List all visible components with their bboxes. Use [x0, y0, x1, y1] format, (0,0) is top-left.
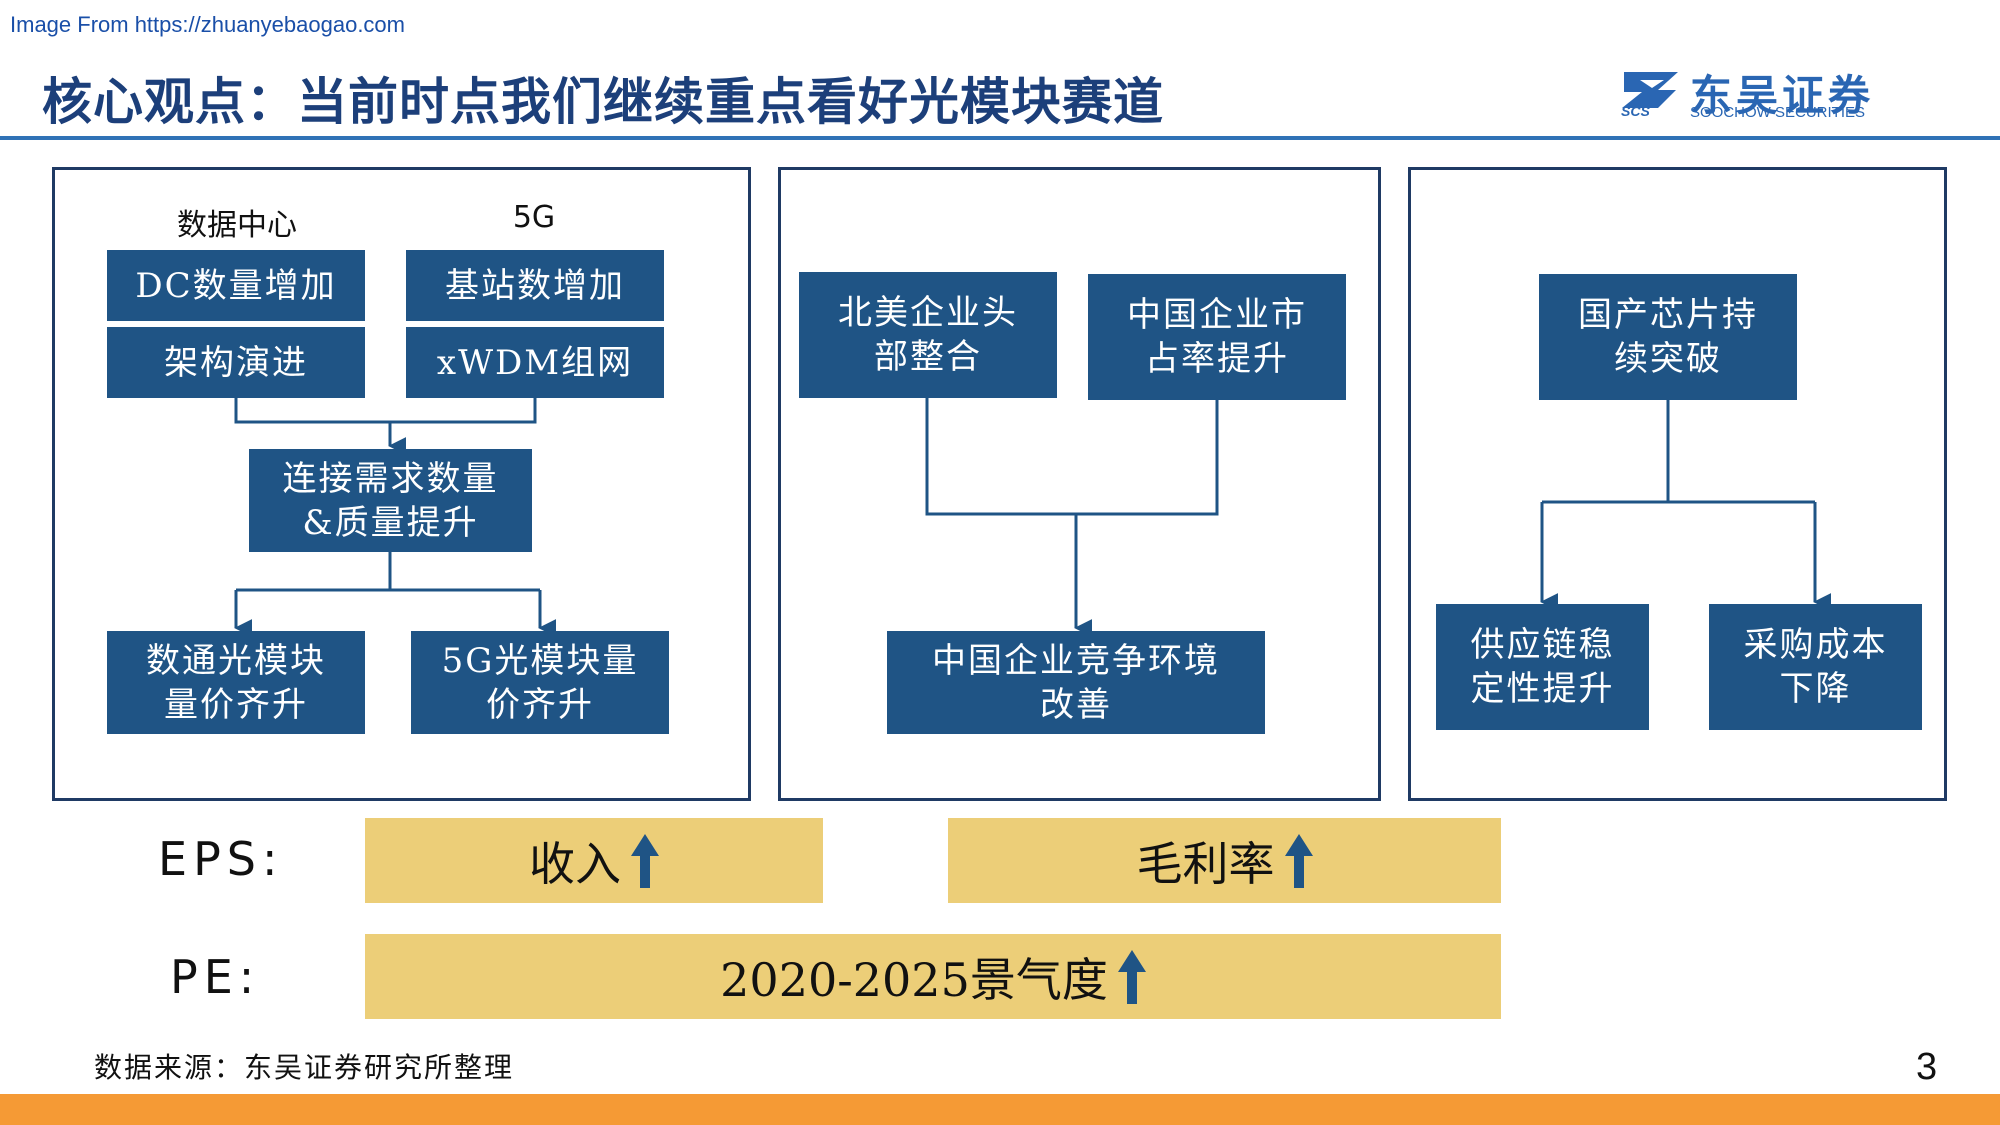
page-title: 核心观点：当前时点我们继续重点看好光模块赛道: [42, 72, 1164, 131]
bar-revenue: 收入: [365, 818, 823, 903]
box-supply-chain: 供应链稳 定性提升: [1436, 604, 1649, 730]
box-competition-env: 中国企业竞争环境 改善: [887, 631, 1265, 734]
box-cn-share: 中国企业市 占率提升: [1088, 274, 1346, 400]
pe-label: PE:: [170, 950, 261, 1004]
revenue-text: 收入: [529, 836, 621, 891]
title-divider: [0, 136, 2000, 140]
box-datacom-module: 数通光模块 量价齐升: [107, 631, 365, 734]
box-dc-count: DC数量增加: [107, 250, 365, 321]
arrow-up-icon: [1284, 833, 1313, 888]
cycle-text: 2020-2025景气度: [720, 952, 1108, 1007]
watermark: Image From https://zhuanyebaogao.com: [10, 12, 405, 37]
box-5g-module: 5G光模块量 价齐升: [411, 631, 669, 734]
label-data-center: 数据中心: [177, 208, 297, 243]
page-number: 3: [1916, 1046, 1938, 1088]
box-connection-demand: 连接需求数量 &质量提升: [249, 449, 532, 552]
box-xwdm: xWDM组网: [406, 327, 664, 398]
data-source: 数据来源：东吴证券研究所整理: [94, 1051, 515, 1084]
logo-icon: [1622, 72, 1678, 108]
bottom-strip: [0, 1094, 2000, 1125]
box-base-station: 基站数增加: [406, 250, 664, 321]
bar-gross-margin: 毛利率: [948, 818, 1501, 903]
bar-cycle: 2020-2025景气度: [365, 934, 1501, 1019]
arrow-up-icon: [631, 833, 659, 888]
box-architecture: 架构演进: [107, 327, 365, 398]
logo-subtitle: SOOCHOW SECURITIES: [1690, 104, 1866, 121]
logo-scs: SCS: [1621, 103, 1650, 119]
logo-name: 东吴证券: [1690, 71, 1875, 120]
margin-text: 毛利率: [1136, 836, 1275, 891]
label-5g: 5G: [512, 200, 556, 235]
arrow-up-icon: [1117, 949, 1146, 1004]
box-domestic-chip: 国产芯片持 续突破: [1539, 274, 1797, 400]
box-procurement-cost: 采购成本 下降: [1709, 604, 1922, 730]
box-na-consolidation: 北美企业头 部整合: [799, 272, 1057, 398]
eps-label: EPS:: [158, 832, 284, 886]
